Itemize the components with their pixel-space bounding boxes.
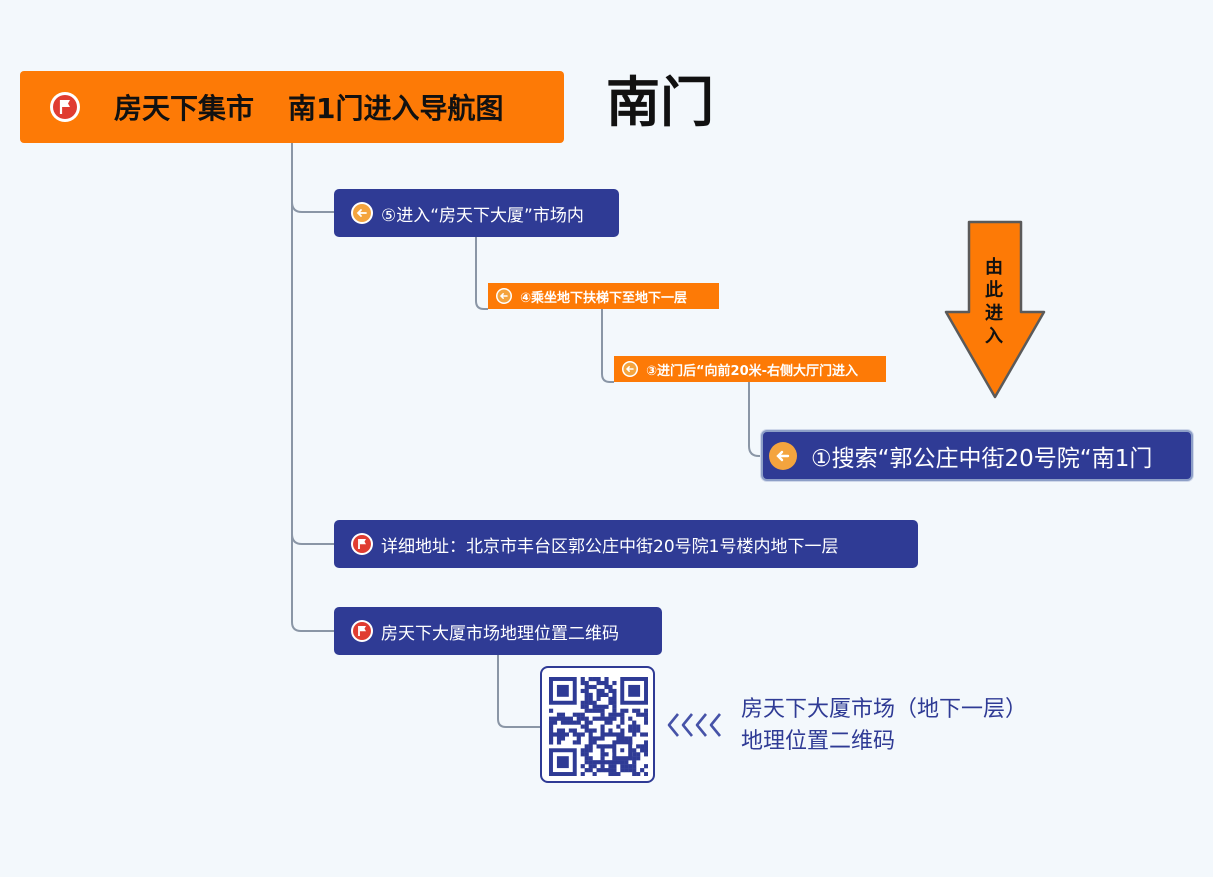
flag-icon (351, 533, 373, 555)
connector-root-children (291, 143, 334, 632)
step-5-label: ⑤进入“房天下大厦”市场内 (381, 205, 584, 226)
connector-step4-step3 (601, 309, 614, 383)
root-title-node[interactable]: 房天下集市 南1门进入导航图 (20, 71, 564, 143)
qr-location-label: 房天下大厦市场地理位置二维码 (381, 623, 619, 644)
back-arrow-icon (769, 441, 797, 470)
gate-label: 南门 (606, 71, 714, 134)
qr-code[interactable] (540, 666, 655, 783)
qr-location-node[interactable]: 房天下大厦市场地理位置二维码 (334, 607, 662, 655)
qr-caption: 房天下大厦市场（地下一层） 地理位置二维码 (741, 694, 1027, 758)
root-title-part2: 南1门进入导航图 (288, 92, 504, 125)
back-arrow-icon (496, 288, 512, 304)
step-5-node[interactable]: ⑤进入“房天下大厦”市场内 (334, 189, 619, 237)
chevrons-left-icon (667, 713, 722, 737)
down-arrow-icon (944, 220, 1046, 399)
flag-icon (351, 620, 373, 642)
step-1-node[interactable]: ①搜索“郭公庄中街20号院“南1门 (761, 430, 1193, 481)
qr-caption-line1: 房天下大厦市场（地下一层） (741, 697, 1028, 722)
qr-caption-line2: 地理位置二维码 (741, 729, 896, 754)
step-4-label: ④乘坐地下扶梯下至地下一层 (520, 290, 688, 306)
step-3-node[interactable]: ③进门后“向前20米-右侧大厅门进入 (614, 356, 886, 382)
step-1-label: ①搜索“郭公庄中街20号院“南1门 (811, 445, 1153, 472)
connector-step5-step4 (475, 237, 488, 310)
connector-root-address (291, 533, 334, 545)
back-arrow-icon (351, 202, 373, 224)
address-node[interactable]: 详细地址：北京市丰台区郭公庄中街20号院1号楼内地下一层 (334, 520, 918, 568)
step-4-node[interactable]: ④乘坐地下扶梯下至地下一层 (488, 283, 719, 309)
address-label: 详细地址：北京市丰台区郭公庄中街20号院1号楼内地下一层 (381, 536, 839, 557)
connector-qrnode-qr (497, 655, 540, 728)
back-arrow-icon (622, 361, 638, 377)
connector-root-step5 (291, 201, 334, 213)
qr-code-pattern (549, 677, 648, 776)
enter-here-label: 由此进入 (985, 257, 1003, 347)
step-3-label: ③进门后“向前20米-右侧大厅门进入 (646, 363, 859, 379)
connector-step3-step1 (748, 382, 761, 457)
flag-icon (50, 92, 80, 122)
root-title-part1: 房天下集市 (114, 92, 255, 125)
